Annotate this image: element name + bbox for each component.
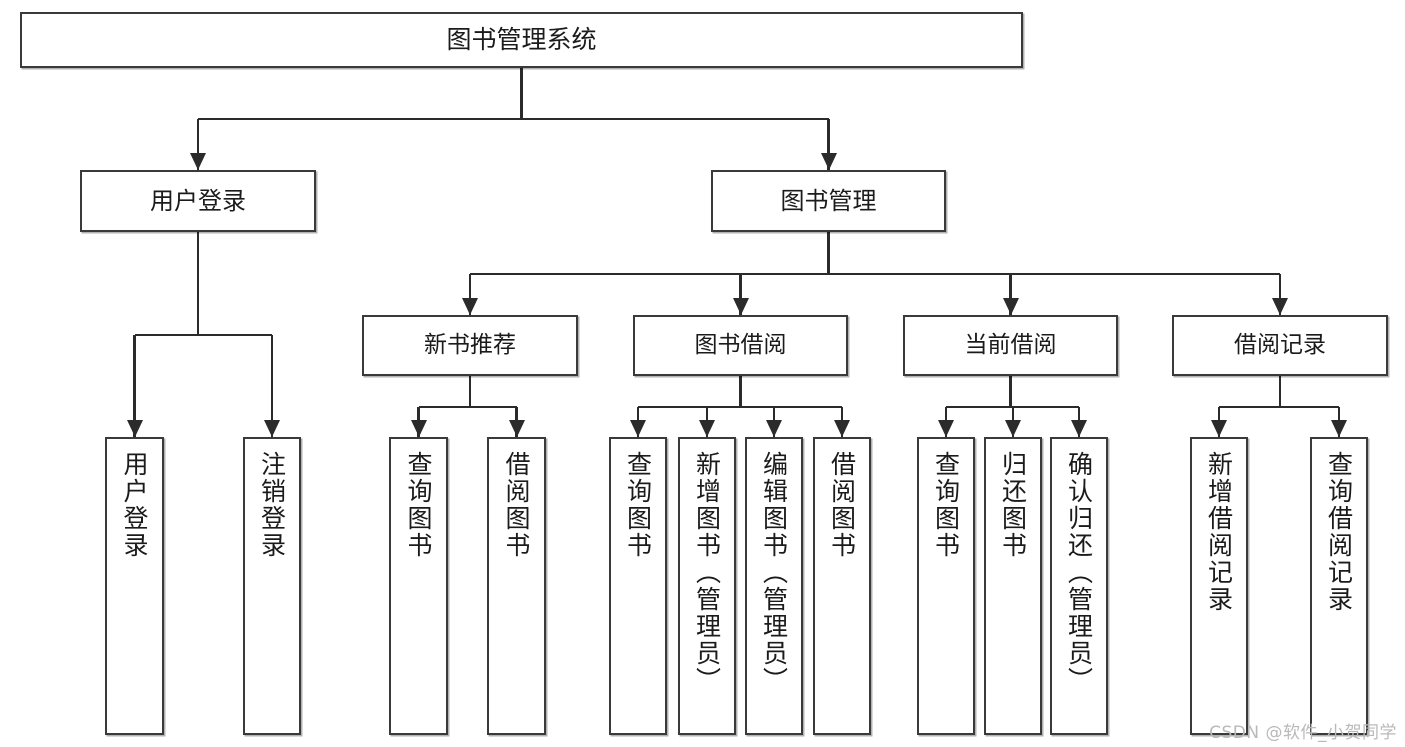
node-leaf-cb-query: 查询图书 xyxy=(917,437,975,735)
connector-stem xyxy=(196,232,200,335)
node-leaf-bb-add: 新增图书（管理员） xyxy=(678,437,736,735)
connector-stem xyxy=(1278,376,1282,407)
connector-vertical xyxy=(133,335,136,437)
node-leaf-nbr-query: 查询图书 xyxy=(389,437,448,735)
node-label-vertical: 确认归还（管理员） xyxy=(1064,451,1094,694)
node-label-vertical: 查询图书 xyxy=(931,451,961,559)
node-label-vertical: 借阅图书 xyxy=(502,451,531,559)
connector-stem xyxy=(1009,376,1012,407)
connector-bus xyxy=(470,272,1280,276)
node-label-vertical: 查询借阅记录 xyxy=(1324,451,1354,613)
connector-bus xyxy=(1219,405,1339,409)
arrowhead-icon xyxy=(1005,420,1021,437)
node-user-login: 用户登录 xyxy=(80,170,316,232)
connector-vertical xyxy=(468,274,472,315)
arrowhead-icon xyxy=(766,420,782,437)
node-borrow-record: 借阅记录 xyxy=(1172,315,1388,376)
node-label: 图书管理 xyxy=(780,186,877,215)
node-current-borrow: 当前借阅 xyxy=(903,315,1118,376)
connector-vertical xyxy=(270,335,274,437)
node-leaf-cb-confirm: 确认归还（管理员） xyxy=(1050,437,1108,735)
arrowhead-icon xyxy=(834,420,850,437)
node-root: 图书管理系统 xyxy=(20,12,1023,68)
connector-bus xyxy=(134,333,272,337)
node-label: 借阅记录 xyxy=(1234,331,1326,358)
node-label-vertical: 查询图书 xyxy=(404,451,433,559)
connector-stem xyxy=(520,68,523,119)
node-leaf-bb-borrow: 借阅图书 xyxy=(813,437,871,735)
arrowhead-icon xyxy=(462,298,478,315)
node-label-vertical: 归还图书 xyxy=(998,451,1028,559)
node-label-vertical: 新增图书（管理员） xyxy=(692,451,722,694)
connector-vertical xyxy=(1278,274,1282,315)
connector-vertical xyxy=(1009,274,1012,315)
node-label: 图书借阅 xyxy=(694,331,787,358)
arrowhead-icon xyxy=(820,153,837,170)
connector-stem xyxy=(468,376,472,407)
node-leaf-br-query: 查询借阅记录 xyxy=(1310,437,1368,735)
node-book-manage: 图书管理 xyxy=(711,170,946,232)
node-leaf-br-add: 新增借阅记录 xyxy=(1190,437,1248,735)
arrowhead-icon xyxy=(264,420,280,437)
arrowhead-icon xyxy=(1272,298,1288,315)
node-label: 图书管理系统 xyxy=(446,25,597,55)
node-label: 当前借阅 xyxy=(964,331,1057,358)
arrowhead-icon xyxy=(1071,420,1087,437)
connector-vertical xyxy=(827,119,830,170)
node-leaf-nbr-borrow: 借阅图书 xyxy=(487,437,546,735)
node-book-borrow: 图书借阅 xyxy=(633,315,848,376)
arrowhead-icon xyxy=(630,420,646,437)
node-label-vertical: 用户登录 xyxy=(120,451,149,559)
arrowhead-icon xyxy=(938,420,954,437)
connector-vertical xyxy=(739,274,742,315)
node-label-vertical: 查询图书 xyxy=(623,451,653,559)
node-leaf-cb-return: 归还图书 xyxy=(984,437,1042,735)
connector-stem xyxy=(739,376,742,407)
arrowhead-icon xyxy=(1331,420,1347,437)
arrowhead-icon xyxy=(190,153,206,170)
node-label-vertical: 编辑图书（管理员） xyxy=(759,451,789,694)
node-new-book-rec: 新书推荐 xyxy=(362,315,578,376)
connector-stem xyxy=(827,232,830,274)
connector-bus xyxy=(418,405,517,409)
node-label-vertical: 新增借阅记录 xyxy=(1204,451,1234,613)
node-label-vertical: 注销登录 xyxy=(257,451,287,559)
connector-vertical xyxy=(196,119,200,170)
arrowhead-icon xyxy=(126,420,143,437)
node-label-vertical: 借阅图书 xyxy=(827,451,857,559)
node-leaf-bb-query: 查询图书 xyxy=(609,437,667,735)
node-label: 新书推荐 xyxy=(424,331,516,358)
connector-bus xyxy=(198,117,829,121)
arrowhead-icon xyxy=(732,298,749,315)
arrowhead-icon xyxy=(410,420,427,437)
arrowhead-icon xyxy=(1211,420,1227,437)
connector-bus xyxy=(638,405,842,409)
arrowhead-icon xyxy=(1002,298,1019,315)
arrowhead-icon xyxy=(699,420,715,437)
arrowhead-icon xyxy=(508,420,525,437)
node-leaf-user-logout: 注销登录 xyxy=(243,437,301,735)
node-label: 用户登录 xyxy=(150,186,246,215)
node-leaf-user-login: 用户登录 xyxy=(105,437,164,735)
node-leaf-bb-edit: 编辑图书（管理员） xyxy=(745,437,803,735)
